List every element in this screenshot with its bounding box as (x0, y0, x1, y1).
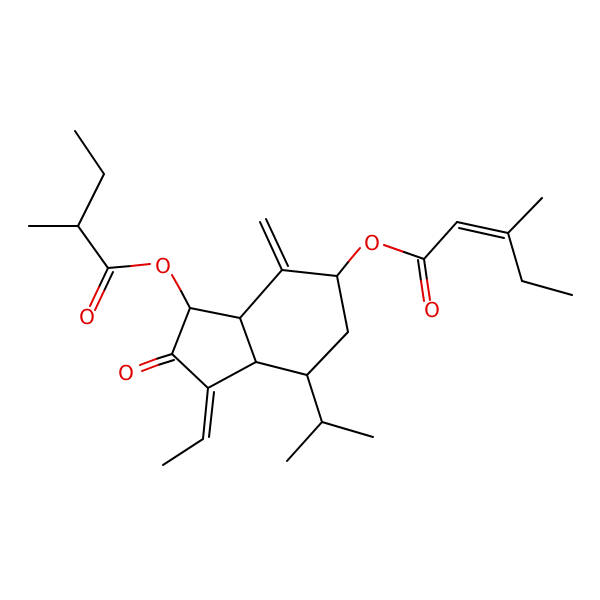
bond (103, 271, 114, 292)
bond (130, 263, 151, 267)
bond (507, 197, 543, 234)
bond (189, 307, 241, 319)
bond (208, 391, 215, 438)
bond (306, 331, 349, 376)
bond (265, 218, 289, 267)
bonds (28, 130, 573, 466)
bond (521, 280, 573, 296)
bond (202, 387, 209, 440)
bond (139, 358, 157, 366)
oxygen-atom-label: O (364, 231, 380, 255)
bond (281, 269, 338, 277)
bond (171, 307, 191, 355)
bond (141, 364, 159, 372)
bond (336, 275, 349, 333)
bond (403, 251, 425, 260)
bond (286, 421, 323, 462)
oxygen-atom-label: O (155, 254, 171, 278)
oxygen-atom-label: O (118, 361, 134, 385)
bond (207, 361, 257, 389)
atom-labels: O O O O O (79, 231, 440, 385)
bond (417, 259, 422, 282)
bond (77, 173, 105, 227)
oxygen-atom-label: O (79, 305, 95, 329)
bond (171, 353, 209, 389)
bond (89, 286, 100, 307)
bond (180, 290, 191, 309)
bond (155, 353, 173, 360)
bond (458, 227, 505, 239)
bond (336, 260, 350, 277)
bond (98, 267, 109, 288)
bond (171, 274, 182, 292)
bond (426, 279, 431, 301)
bond (420, 280, 425, 302)
bond (348, 247, 361, 262)
oxygen-atom-label: O (424, 298, 440, 322)
bond (306, 374, 323, 423)
bond (383, 244, 405, 253)
bond (74, 130, 105, 175)
bond (255, 361, 308, 376)
bond (321, 421, 374, 438)
bond (423, 258, 428, 281)
bond (507, 232, 523, 282)
bond (77, 225, 109, 269)
bond (107, 265, 132, 269)
bond (259, 221, 283, 271)
bond (94, 290, 105, 311)
bond (162, 438, 204, 466)
bond (239, 269, 283, 319)
bond (456, 221, 509, 234)
bond (239, 317, 257, 363)
bond (157, 359, 175, 366)
bond (423, 221, 458, 260)
